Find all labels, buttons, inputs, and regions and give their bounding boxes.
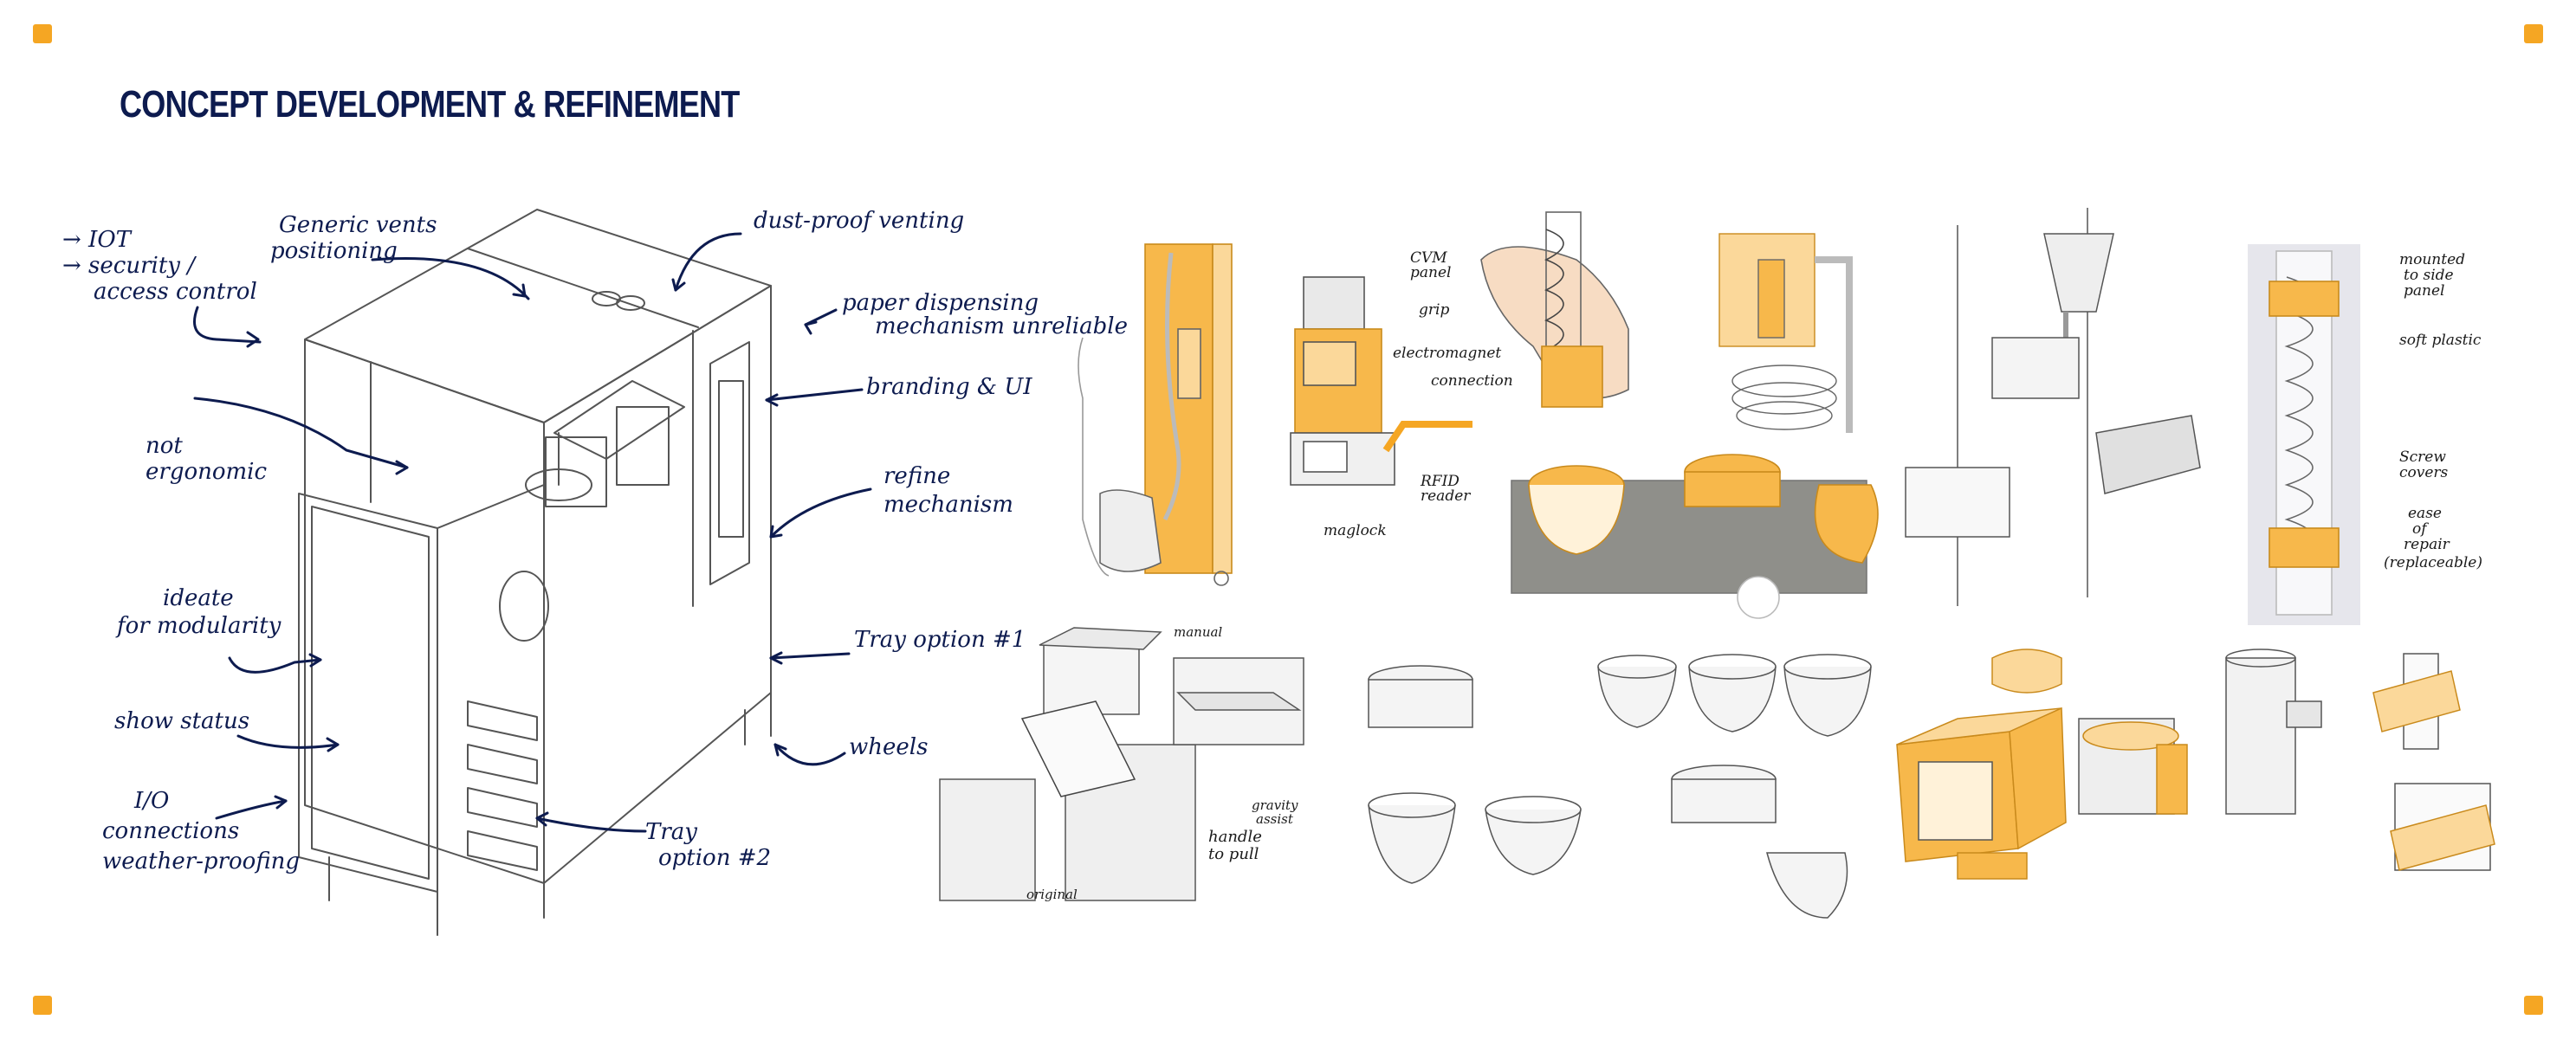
note-security: → security / <box>62 253 195 279</box>
hopper-drawer-sketch <box>1905 208 2201 606</box>
label-replaceable: (replaceable) <box>2384 554 2483 571</box>
label-to-pull: to pull <box>1208 845 1259 863</box>
label-maglock: maglock <box>1324 522 1387 539</box>
label-reader: reader <box>1421 487 1471 505</box>
note-io: I/O <box>134 788 170 814</box>
label-assist: assist <box>1256 811 1293 827</box>
note-generic-vents: Generic vents <box>279 212 437 238</box>
note-for-modularity: for modularity <box>117 613 282 639</box>
label-handle: handle <box>1208 828 1262 846</box>
spiral-column-sketch <box>2248 244 2360 625</box>
note-mechanism: mechanism <box>883 492 1013 518</box>
canister-sketch <box>2225 649 2495 871</box>
note-ergonomic: ergonomic <box>146 459 268 485</box>
note-paper-dispensing: paper dispensing <box>842 290 1039 316</box>
tube-dispenser-sketch <box>1078 243 1233 586</box>
note-tray-option-2: option #2 <box>658 845 772 871</box>
note-wheels: wheels <box>849 734 929 760</box>
label-soft-plastic: soft plastic <box>2399 332 2482 349</box>
corner-marker-bottom-right <box>2524 996 2543 1015</box>
label-to-side: to side <box>2404 267 2454 284</box>
label-manual: manual <box>1174 624 1223 640</box>
label-of: of <box>2412 520 2427 538</box>
bowls-sketch <box>1368 654 1872 919</box>
note-iot: → IOT <box>62 227 131 253</box>
label-connection: connection <box>1431 372 1513 390</box>
note-tray: Tray <box>645 819 697 845</box>
bins-sketch <box>939 627 1304 901</box>
note-not: not <box>146 433 183 459</box>
label-repair: repair <box>2404 536 2450 553</box>
label-covers: covers <box>2399 464 2449 481</box>
corner-marker-top-left <box>33 24 52 43</box>
label-panel-right: panel <box>2404 282 2445 300</box>
label-grip: grip <box>1419 301 1450 319</box>
note-connections: connections <box>102 818 240 844</box>
page-title: CONCEPT DEVELOPMENT & REFINEMENT <box>120 83 740 126</box>
corner-marker-top-right <box>2524 24 2543 43</box>
label-cvm: CVM <box>1410 249 1447 267</box>
label-electromagnet: electromagnet <box>1393 345 1502 362</box>
note-mechanism-unreliable: mechanism unreliable <box>875 313 1128 339</box>
note-show-status: show status <box>114 708 250 734</box>
label-ease: ease <box>2408 505 2442 522</box>
label-panel: panel <box>1410 264 1452 281</box>
label-gravity: gravity <box>1252 797 1298 813</box>
note-dust-proof: dust-proof venting <box>754 208 965 234</box>
note-positioning: positioning <box>270 238 398 264</box>
hand-spiral-sketch <box>1480 211 1879 619</box>
label-rfid: RFID <box>1421 473 1460 490</box>
orange-box-sketch <box>1896 649 2188 880</box>
main-kiosk-sketch <box>298 209 772 936</box>
label-screw: Screw <box>2399 449 2446 466</box>
note-tray-option-1: Tray option #1 <box>854 627 1026 653</box>
dispense-unit-sketch <box>1718 233 1853 433</box>
note-branding: branding & UI <box>866 374 1032 400</box>
cvm-panel-sketch <box>1290 276 1472 486</box>
label-original: original <box>1026 887 1078 902</box>
note-access-control: access control <box>94 279 257 305</box>
note-refine: refine <box>883 463 951 489</box>
note-ideate: ideate <box>163 585 234 611</box>
corner-marker-bottom-left <box>33 996 52 1015</box>
label-mounted: mounted <box>2399 251 2466 268</box>
note-weather-proofing: weather-proofing <box>102 849 301 874</box>
